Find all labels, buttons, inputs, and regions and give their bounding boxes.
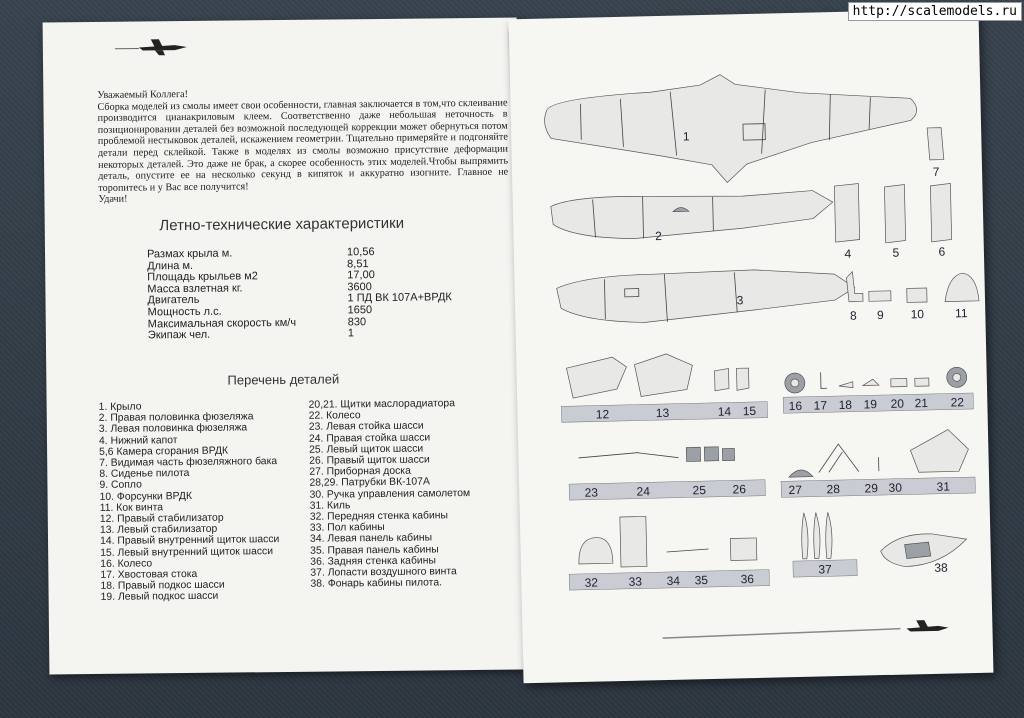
stabilizers-group: 12 13 14 15	[561, 353, 768, 423]
label-1: 1	[683, 129, 690, 143]
label-31: 31	[936, 480, 950, 494]
part-list-item: 19. Левый подкос шасси	[100, 591, 219, 604]
fuselage-right-part-2: 2	[550, 190, 834, 243]
label-34: 34	[666, 574, 680, 588]
nozzle-part-9: 9	[868, 290, 892, 322]
part-list-item: 38. Фонарь кабины пилота.	[310, 577, 443, 590]
landing-gear-group: 23 24 25 26	[568, 446, 766, 501]
label-28: 28	[826, 482, 840, 496]
label-30: 30	[888, 481, 902, 495]
fuel-tank-part-7: 7	[926, 127, 945, 179]
label-36: 36	[740, 572, 754, 586]
label-18: 18	[839, 398, 853, 412]
right-drawing-sheet: 1 2 3 4 5 6	[508, 8, 994, 684]
label-20: 20	[891, 397, 905, 411]
intro-body: Сборка моделей из смолы имеет свои особе…	[97, 97, 509, 194]
faded-print-ghost	[83, 50, 283, 82]
label-14: 14	[718, 404, 732, 418]
fuselage-left-part-3: 3	[556, 269, 856, 323]
label-26: 26	[732, 482, 746, 496]
label-2: 2	[655, 229, 662, 243]
cowl-part-4: 4	[834, 183, 860, 261]
label-15: 15	[743, 404, 757, 418]
label-29: 29	[864, 481, 878, 495]
watermark-url[interactable]: http://scalemodels.ru	[847, 2, 1022, 21]
label-22: 22	[950, 395, 964, 409]
cockpit-walls-group: 32 33 34 35 36	[568, 516, 770, 591]
label-6: 6	[938, 245, 945, 259]
label-8: 8	[850, 309, 857, 323]
seat-part-8: 8	[846, 270, 864, 323]
part-list-item: 20,21. Щитки маслорадиатора	[308, 398, 456, 411]
label-33: 33	[628, 575, 642, 589]
label-19: 19	[864, 397, 878, 411]
label-17: 17	[814, 398, 828, 412]
part-list-item: 7. Видимая часть фюзеляжного бака	[99, 456, 278, 469]
spec-value: 10,56	[346, 246, 375, 259]
left-instruction-sheet: Уважаемый Коллега! Сборка моделей из смо…	[42, 17, 524, 675]
parts-title: Перечень деталей	[227, 371, 340, 388]
part-list-item: 32. Передняя стенка кабины	[309, 510, 449, 523]
label-25: 25	[692, 483, 706, 497]
spec-value: 1	[347, 327, 355, 340]
label-10: 10	[910, 307, 924, 321]
label-27: 27	[788, 483, 802, 497]
label-32: 32	[584, 576, 598, 590]
label-38: 38	[934, 561, 948, 575]
injectors-part-10: 10	[906, 287, 928, 321]
footer-rule	[662, 627, 901, 639]
label-4: 4	[844, 247, 851, 261]
part-list-item: 15. Левый внутренний щиток шасси	[100, 545, 274, 559]
label-11: 11	[955, 306, 968, 320]
label-35: 35	[694, 573, 708, 587]
small-parts-group: 16 17 18 19 20 21 22	[782, 367, 974, 414]
label-16: 16	[789, 399, 803, 413]
label-37: 37	[818, 562, 832, 576]
label-3: 3	[736, 293, 743, 307]
label-24: 24	[636, 484, 650, 498]
label-12: 12	[596, 407, 610, 421]
parts-drawing: 1 2 3 4 5 6	[544, 74, 980, 639]
aircraft-logo-icon	[114, 39, 187, 56]
propeller-blades-part-37: 37	[792, 512, 858, 578]
label-21: 21	[915, 396, 929, 410]
cockpit-details-group: 27 28 29 30 31	[780, 429, 976, 498]
canopy-part-38: 38	[880, 533, 968, 575]
label-7: 7	[933, 165, 940, 179]
spinner-part-11: 11	[944, 272, 980, 320]
spec-row: Экипаж чел. 1	[148, 327, 452, 342]
label-13: 13	[656, 406, 670, 420]
part-list-item: 30. Ручка управления самолетом	[309, 487, 471, 501]
label-5: 5	[892, 246, 899, 260]
label-9: 9	[877, 308, 884, 322]
specs-title: Летно-технические характеристики	[159, 214, 405, 235]
aircraft-logo-footer-icon	[906, 620, 949, 632]
wing-part-1: 1	[544, 74, 918, 184]
combustion-chamber-part-5: 5	[884, 184, 907, 260]
combustion-chamber-part-6: 6	[930, 183, 952, 259]
intro-text: Уважаемый Коллега! Сборка моделей из смо…	[97, 86, 508, 206]
spec-value: 1650	[347, 304, 373, 317]
label-23: 23	[584, 486, 598, 500]
spec-label: Экипаж чел.	[147, 328, 211, 342]
